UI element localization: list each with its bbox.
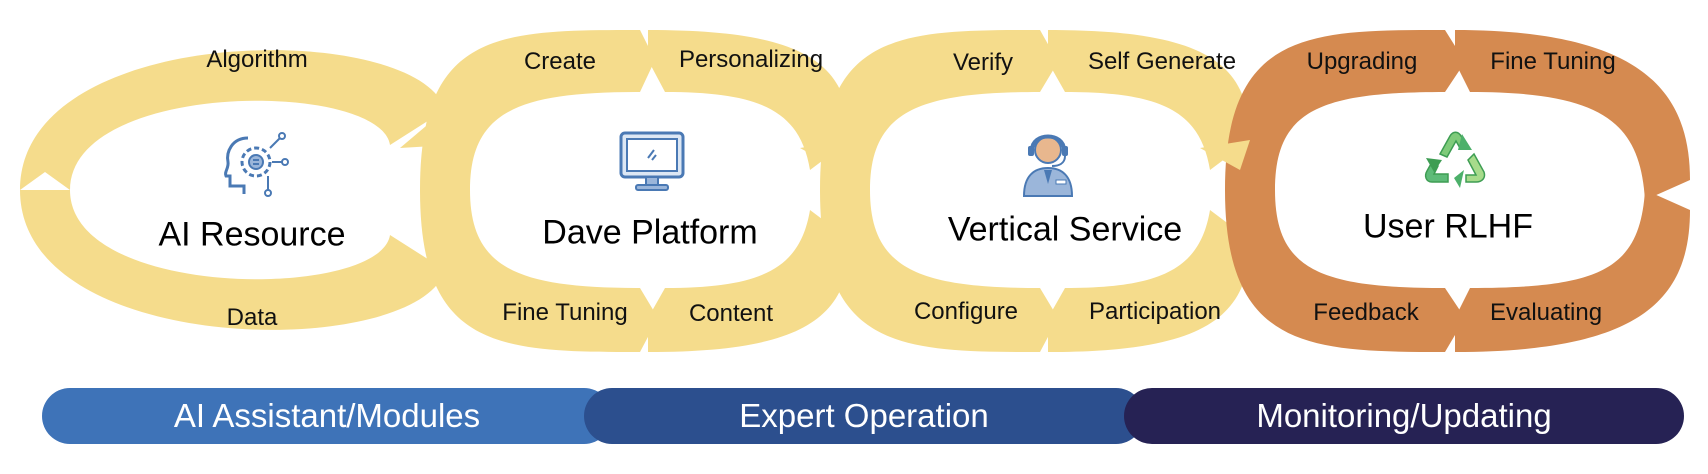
ring-label-algorithm: Algorithm [206, 46, 308, 73]
ring-label-personalizing: Personalizing [678, 46, 824, 73]
ring-label-content: Content [688, 300, 774, 327]
ring-user-rlhf [1225, 30, 1690, 352]
ring-label-fine-tuning-rlhf: Fine Tuning [1490, 48, 1616, 75]
phase-label-monitoring-updating: Monitoring/Updating [1256, 397, 1552, 434]
ring-label-configure: Configure [913, 298, 1019, 325]
ring-label-fine-tuning-platform: Fine Tuning [502, 299, 628, 326]
stage-title-user-rlhf: User RLHF [1362, 207, 1534, 246]
phase-pill-expert-operation: Expert Operation [584, 388, 1144, 444]
phase-label-ai-assistant-modules: AI Assistant/Modules [173, 397, 481, 434]
ring-label-evaluating: Evaluating [1489, 299, 1603, 326]
ring-dave-platform [420, 30, 850, 352]
ring-label-feedback: Feedback [1313, 299, 1419, 326]
support-agent-icon [1022, 134, 1074, 197]
ring-vertical-service [820, 30, 1250, 352]
stage-title-vertical-service: Vertical Service [947, 210, 1183, 249]
recycle-icon [1424, 131, 1486, 188]
phase-pill-monitoring-updating: Monitoring/Updating [1124, 388, 1684, 444]
ring-label-create: Create [523, 48, 597, 75]
phase-label-expert-operation: Expert Operation [739, 397, 989, 434]
monitor-icon [619, 131, 685, 191]
ring-label-self-generate: Self Generate [1087, 48, 1237, 75]
ring-label-verify: Verify [952, 49, 1014, 76]
ring-label-upgrading: Upgrading [1306, 48, 1418, 75]
stage-title-dave-platform: Dave Platform [542, 213, 758, 252]
ring-label-data: Data [226, 304, 278, 331]
ring-label-participation: Participation [1088, 298, 1222, 325]
ai-brain-gear-icon [224, 132, 289, 197]
stage-title-ai-resource: AI Resource [158, 215, 346, 254]
phase-pill-ai-assistant-modules: AI Assistant/Modules [42, 388, 612, 444]
